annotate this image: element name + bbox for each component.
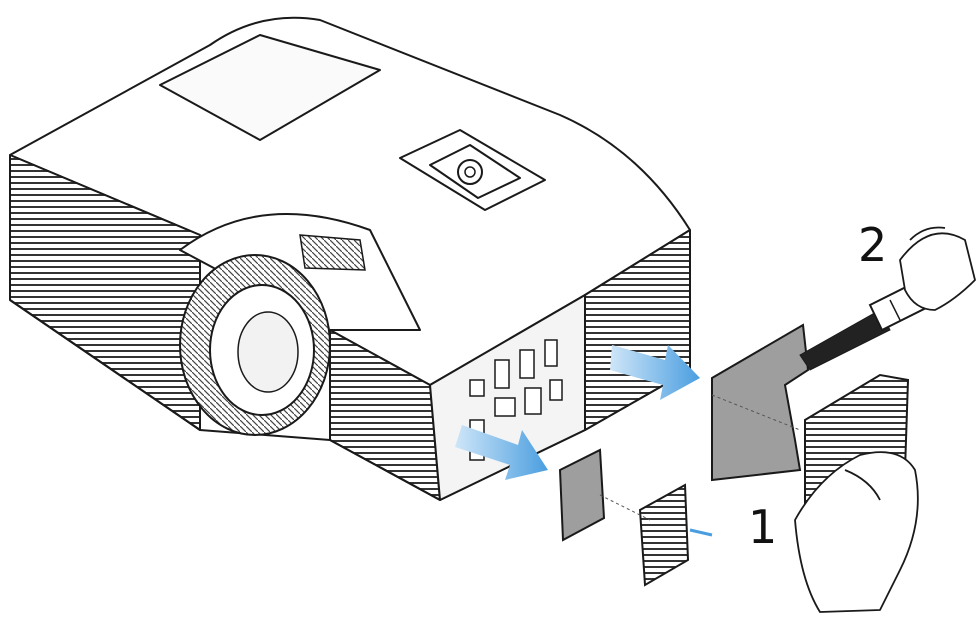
power-button-icon bbox=[457, 159, 483, 185]
zoom-ring bbox=[299, 234, 366, 271]
hand-icon bbox=[899, 226, 976, 311]
filter-grille-small bbox=[638, 483, 690, 587]
blue-arrow-icon bbox=[455, 425, 548, 480]
filter-cover-large bbox=[711, 323, 810, 482]
filter-cover-small bbox=[558, 448, 606, 542]
hand-icon bbox=[794, 451, 919, 613]
step-number-1: 1 bbox=[748, 500, 778, 554]
lens bbox=[179, 254, 331, 436]
blue-arrow-icon bbox=[610, 345, 700, 400]
step-number-2: 2 bbox=[858, 218, 888, 272]
